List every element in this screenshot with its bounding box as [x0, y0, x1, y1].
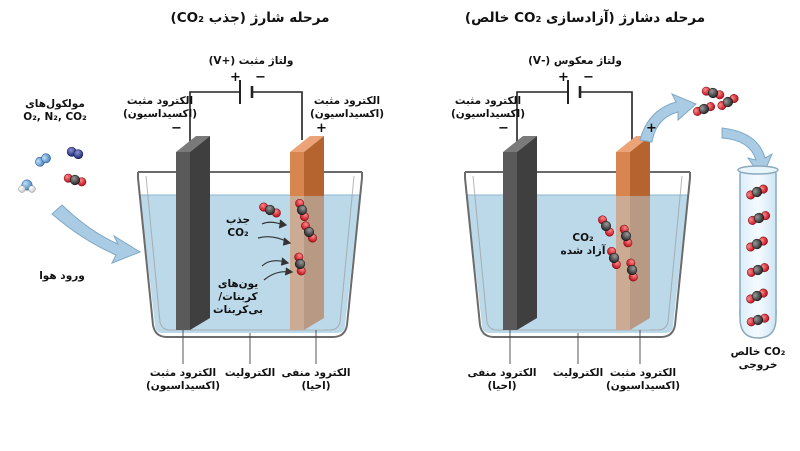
left-electrode-dark-face	[176, 152, 190, 330]
left-bottom-left-label: الکترود مثبت (اکسیداسیون)	[145, 367, 221, 392]
released-co2-1	[700, 85, 726, 101]
left-capture-label: جذب CO₂	[225, 214, 251, 239]
left-battery-plus: +	[230, 70, 241, 85]
released-co2-2	[691, 100, 717, 118]
release-arrow	[639, 93, 697, 143]
left-plus-sign: +	[316, 121, 327, 136]
left-electrode-orange-face	[290, 152, 304, 330]
right-voltage-label: ولتاژ معکوس (-V)	[528, 55, 622, 67]
left-electrode-top-left-label: الکترود مثبت (اکسیداسیون)	[122, 95, 198, 120]
left-battery-minus: −	[255, 70, 266, 85]
right-electrode-dark-top	[503, 136, 537, 152]
right-wire-left	[516, 91, 568, 150]
left-electrode-dark-top	[176, 136, 210, 152]
left-cell	[137, 80, 363, 338]
right-bottom-right-label: الکترود مثبت (اکسیداسیون)	[605, 367, 681, 392]
air-inlet-label: ورود هوا	[39, 270, 85, 282]
right-bottom-mid-label: الکترولیت	[552, 367, 604, 379]
right-electrode-orange-side	[630, 136, 650, 330]
left-bottom-right-label: الکترود منفی (احیا)	[281, 367, 351, 392]
left-carbonate-label: یون‌های کربنات/ بی‌کربنات	[213, 278, 263, 316]
molecules-label: مولکول‌های O₂, N₂, CO₂	[23, 98, 87, 123]
left-voltage-label: ولتاژ مثبت (+V)	[208, 55, 294, 67]
right-plus-sign: +	[646, 121, 657, 136]
right-minus-sign: −	[498, 121, 509, 136]
right-container	[464, 172, 691, 338]
left-wire-left	[189, 91, 240, 150]
right-electrode-orange-face	[616, 152, 630, 330]
left-electrode-orange-top	[290, 136, 324, 152]
left-title: مرحله شارژ (جذب CO₂)	[170, 10, 330, 26]
right-electrolyte	[467, 195, 688, 333]
inlet-co2-molecule	[62, 172, 88, 188]
right-wire-right	[580, 91, 633, 140]
right-cell	[464, 80, 779, 339]
left-electrode-top-right-label: الکترود مثبت (اکسیداسیون)	[309, 95, 385, 120]
bottom-pointer-lines	[182, 330, 641, 364]
right-electrode-top-left-label: الکترود مثبت (اکسیداسیون)	[450, 95, 526, 120]
output-label: CO₂ خالص خروجی	[730, 346, 786, 371]
air-inlet	[18, 145, 142, 264]
right-bottom-left-label: الکترود منفی (احیا)	[467, 367, 537, 392]
air-inlet-arrow	[51, 204, 142, 264]
n2-molecule	[65, 145, 85, 161]
h2o-molecule	[18, 179, 36, 193]
right-electrode-dark-face	[503, 152, 517, 330]
left-wire-right	[252, 91, 303, 140]
left-bottom-mid-label: الکترولیت	[224, 367, 276, 379]
left-electrode-dark-side	[190, 136, 210, 330]
left-capture-arrows	[257, 219, 294, 281]
o2-molecule	[33, 151, 53, 169]
right-battery-minus: −	[583, 70, 594, 85]
right-released-label: CO₂ آزاد شده	[560, 232, 606, 257]
right-battery-plus: +	[558, 70, 569, 85]
right-electrode-dark-side	[517, 136, 537, 330]
left-electrode-orange-side	[304, 136, 324, 330]
left-minus-sign: −	[171, 121, 182, 136]
output-tube	[737, 165, 779, 339]
right-title: مرحله دشارژ (آزادسازی CO₂ خالص)	[464, 10, 706, 26]
